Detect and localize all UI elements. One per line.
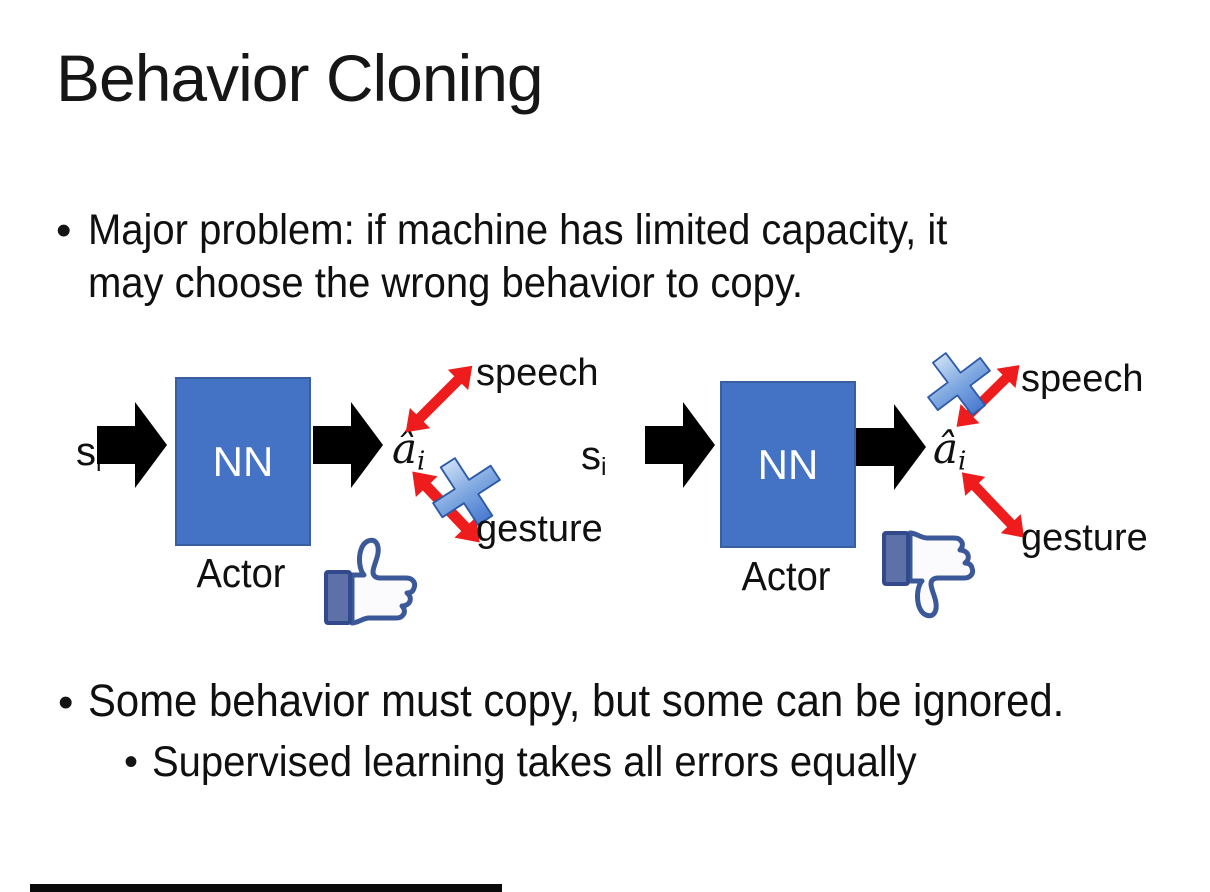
output-action-left: âi — [392, 424, 426, 477]
black-arrow-icon — [313, 402, 383, 488]
branch-label-gesture-right: gesture — [1021, 517, 1148, 559]
black-arrow-icon — [97, 402, 167, 488]
nn-label-right: NN — [757, 440, 819, 488]
bullet-supervised: Supervised learning takes all errors equ… — [152, 738, 917, 786]
input-state-right: si — [581, 434, 607, 482]
actor-label-right: Actor — [741, 553, 831, 599]
nn-label-left: NN — [212, 437, 274, 485]
bullet-marker: • — [124, 740, 139, 784]
red-double-arrow-icon — [405, 365, 473, 433]
bullet-major-problem-line2: may choose the wrong behavior to copy. — [88, 259, 804, 307]
thumbs-up-icon — [324, 537, 418, 626]
output-action-right: âi — [933, 424, 967, 477]
black-arrow-icon — [856, 404, 926, 490]
bullet-marker: • — [56, 206, 72, 255]
bullet-major-problem-line1: Major problem: if machine has limited ca… — [88, 206, 948, 254]
branch-label-gesture-left: gesture — [476, 508, 603, 550]
cross-out-icon — [432, 457, 501, 526]
actor-label-left: Actor — [196, 550, 286, 596]
nn-box-left: NN — [175, 377, 311, 546]
bullet-major-problem: Major problem: if machine has limited ca… — [88, 204, 947, 310]
cross-out-icon — [927, 352, 991, 416]
nn-box-right: NN — [720, 381, 856, 548]
red-double-arrow-icon — [961, 472, 1025, 538]
branch-label-speech-left: speech — [476, 352, 599, 394]
bullet-some-behavior: Some behavior must copy, but some can be… — [88, 675, 1065, 726]
cropped-black-bar — [30, 884, 502, 892]
page-title: Behavior Cloning — [56, 41, 544, 115]
thumbs-down-icon — [882, 530, 976, 619]
bullet-marker: • — [58, 678, 74, 727]
black-arrow-icon — [645, 402, 715, 488]
branch-label-speech-right: speech — [1021, 358, 1144, 400]
